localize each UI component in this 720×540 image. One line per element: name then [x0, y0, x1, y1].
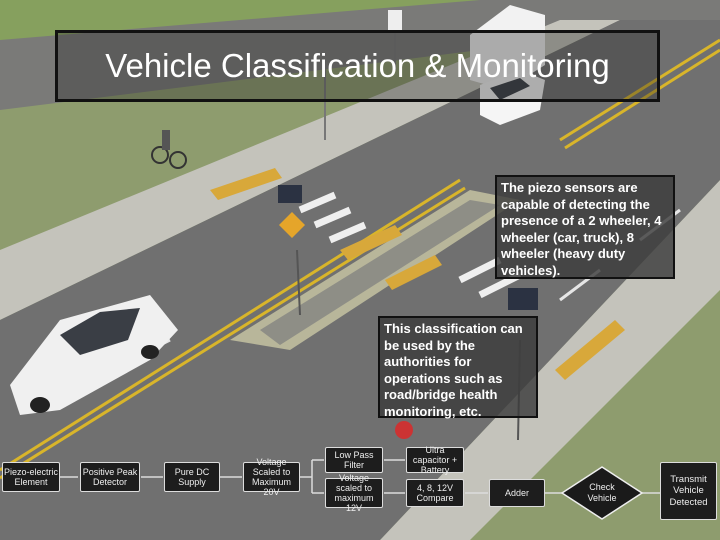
low-pass-filter-box: Low Pass Filter [325, 447, 383, 473]
scaled-12v-box: Voltage scaled to maximum 12V [325, 473, 383, 513]
ultracapacitor-box: Ultra capacitor + Battery [406, 445, 464, 475]
diagram-connectors [60, 459, 660, 494]
yellow-line-1 [0, 178, 461, 472]
slide-title: Vehicle Classification & Monitoring [55, 30, 660, 102]
piezo-callout: The piezo sensors are capable of detecti… [495, 175, 675, 279]
check-vehicle-diamond [560, 466, 644, 520]
white-car [10, 295, 178, 415]
yellow-line-3 [559, 38, 720, 142]
dc-supply-box: Pure DC Supply [164, 462, 220, 492]
truck [470, 5, 545, 125]
median-center [260, 200, 500, 345]
piezo-element-box: Piezo-electric Element [2, 462, 60, 492]
scaled-20v-box: Voltage Scaled to Maximum 20V [243, 457, 300, 497]
adder-box: Adder [489, 479, 545, 507]
cyclist [151, 130, 187, 169]
compare-box: 4, 8, 12V Compare [406, 479, 464, 507]
check-vehicle-label: Check Vehicle [587, 482, 617, 503]
piezo-strips [210, 168, 625, 380]
transmit-box: Transmit Vehicle Detected [660, 462, 717, 520]
peak-detector-box: Positive Peak Detector [80, 462, 140, 492]
classification-use-callout: This classification can be used by the a… [378, 316, 538, 419]
